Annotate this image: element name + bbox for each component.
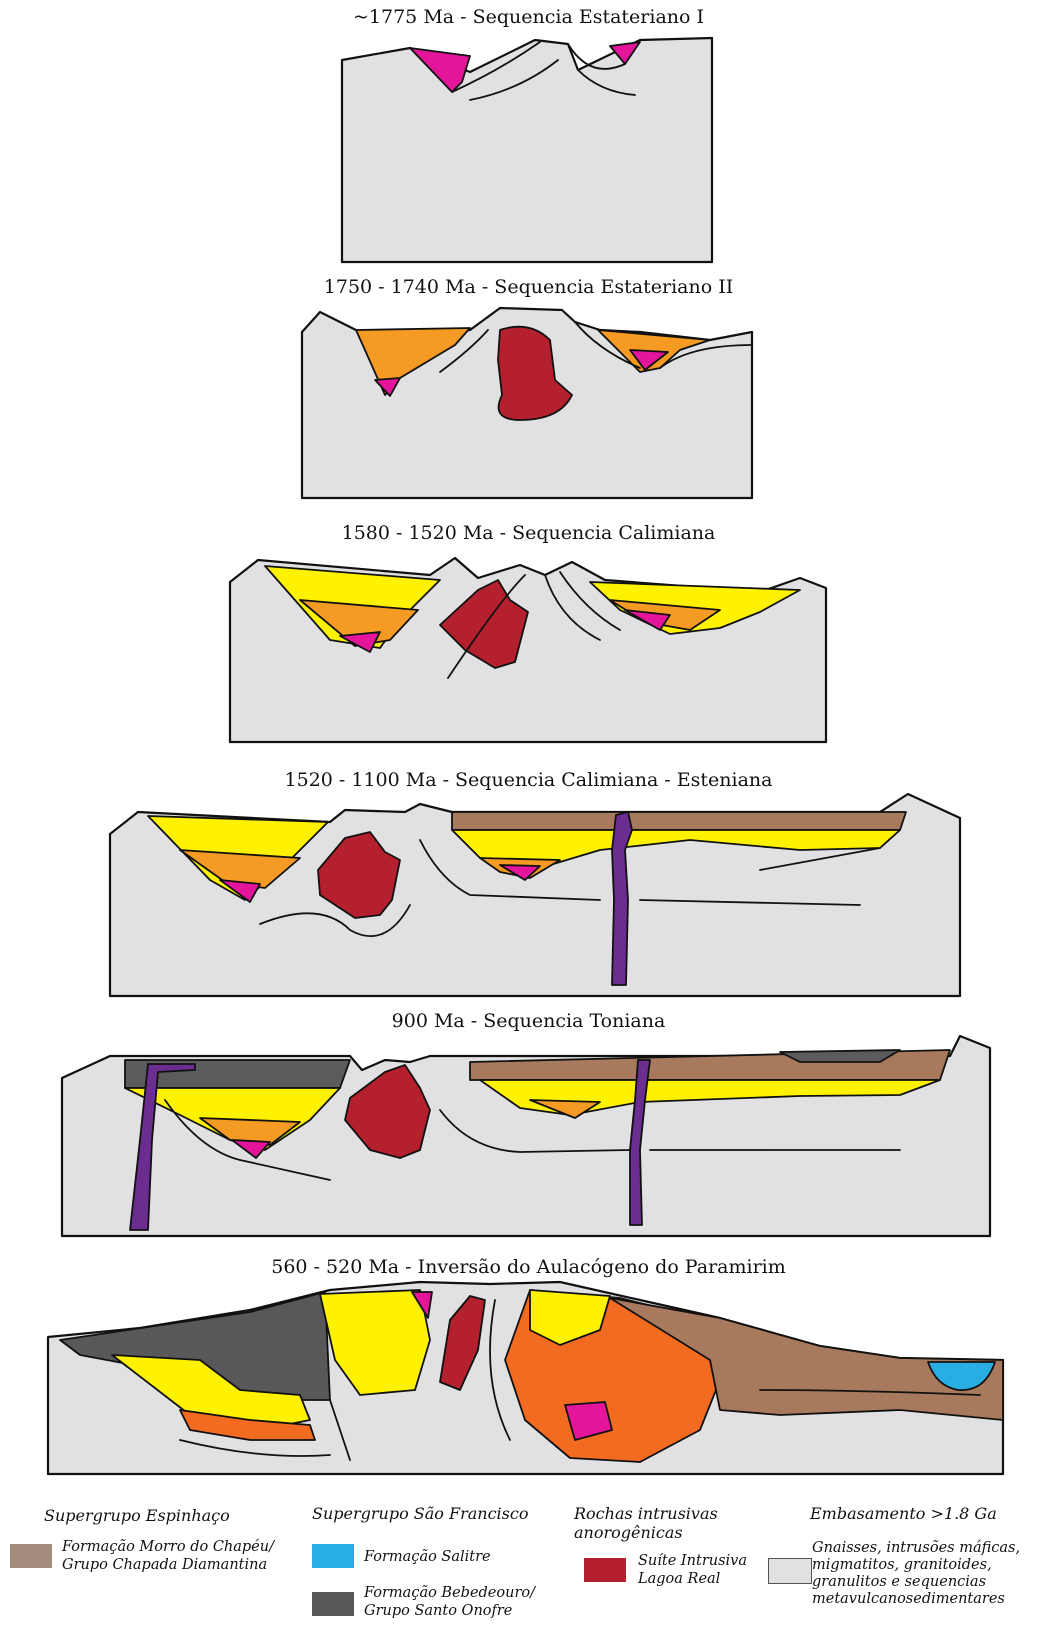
legend-line: metavulcanosedimentares <box>812 1591 1020 1608</box>
legend-line: Rochas intrusivas <box>574 1504 718 1523</box>
legend-text-embasamento: Gnaisses, intrusões máficas, migmatitos,… <box>812 1540 1020 1608</box>
legend-heading-espinhaco: Supergrupo Espinhaço <box>44 1506 230 1525</box>
legend-text-salitre: Formação Salitre <box>364 1548 491 1566</box>
legend-line: Suíte Intrusiva <box>638 1552 747 1570</box>
legend-line: migmatitos, granitoides, <box>812 1557 1020 1574</box>
legend-line: Grupo Santo Onofre <box>364 1602 535 1620</box>
legend-swatch-morro-do-chapeu <box>10 1544 52 1568</box>
legend-line: Formação Morro do Chapéu/ <box>62 1538 274 1556</box>
legend-line: Lagoa Real <box>638 1570 747 1588</box>
legend-text-lagoa-real: Suíte Intrusiva Lagoa Real <box>638 1552 747 1588</box>
legend-line: anorogênicas <box>574 1523 718 1542</box>
legend-heading-sao-francisco: Supergrupo São Francisco <box>312 1504 528 1523</box>
legend-text-bebedouro: Formação Bebedeouro/ Grupo Santo Onofre <box>364 1584 535 1620</box>
legend-swatch-salitre <box>312 1544 354 1568</box>
legend-line: Grupo Chapada Diamantina <box>62 1556 274 1574</box>
legend-swatch-bebedouro <box>312 1592 354 1616</box>
legend-heading-intrusivas: Rochas intrusivas anorogênicas <box>574 1504 718 1542</box>
legend-text-morro-do-chapeu: Formação Morro do Chapéu/ Grupo Chapada … <box>62 1538 274 1574</box>
legend: Supergrupo Espinhaço Formação Morro do C… <box>0 1498 1057 1629</box>
legend-heading-embasamento: Embasamento >1.8 Ga <box>810 1504 997 1523</box>
legend-swatch-lagoa-real <box>584 1558 626 1582</box>
legend-line: granulitos e sequencias <box>812 1574 1020 1591</box>
legend-line: Formação Bebedeouro/ <box>364 1584 535 1602</box>
legend-swatch-embasamento <box>768 1558 812 1584</box>
cross-section-560ma <box>0 0 1057 1490</box>
legend-line: Gnaisses, intrusões máficas, <box>812 1540 1020 1557</box>
